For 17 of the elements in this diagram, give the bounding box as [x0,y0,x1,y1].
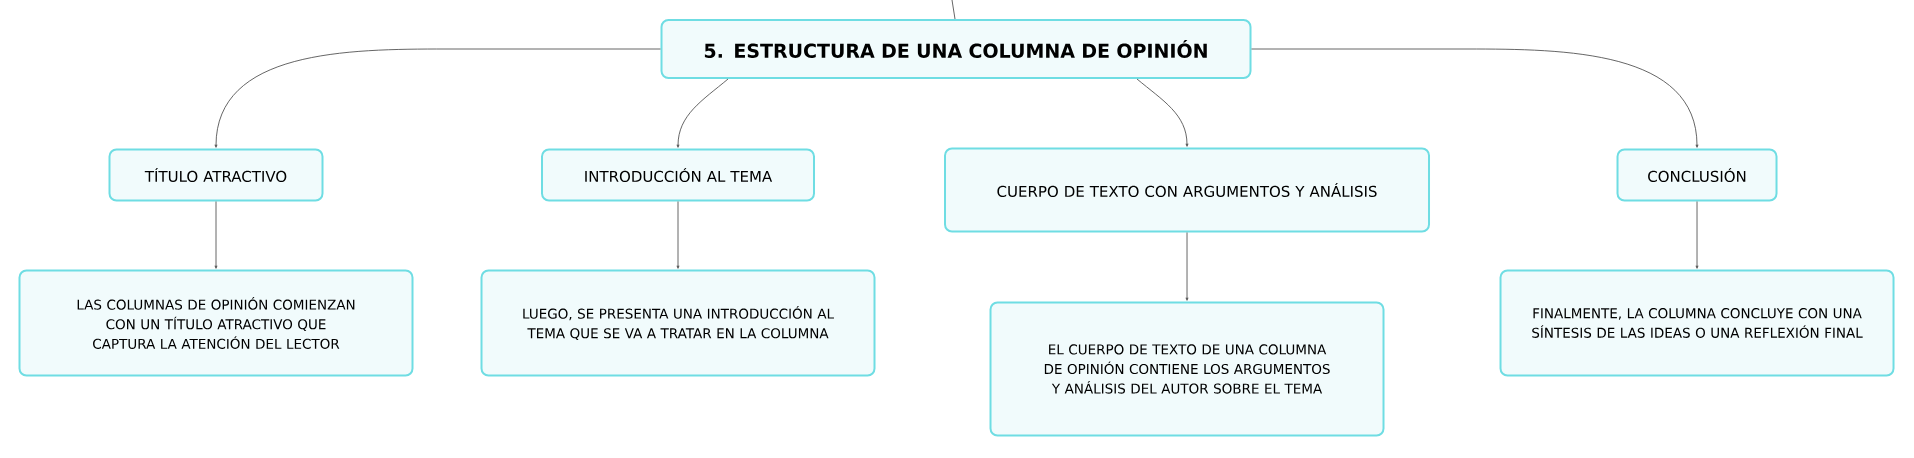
subtopic-box: INTRODUCCIÓN AL TEMA [541,148,815,202]
connector-arrow [1251,48,1699,148]
connector-arrow [214,48,661,148]
connector-arrow [214,201,218,269]
subtopic-box: CUERPO DE TEXTO CON ARGUMENTOS Y ANÁLISIS [944,147,1430,233]
topic-box: 5. ESTRUCTURA DE UNA COLUMNA DE OPINIÓN [660,19,1252,79]
subtopic-box: CONCLUSIÓN [1616,148,1778,202]
connector-arrow [1185,232,1189,301]
detail-box: LAS COLUMNAS DE OPINIÓN COMIENZAN CON UN TÍTULO ATRACTIVO QUE CAPTURA LA ATENCIÓN DEL LECTOR [18,269,414,377]
detail-box: FINALMENTE, LA COLUMNA CONCLUYE CON UNA SÍNTESIS DE LAS IDEAS O UNA REFLEXIÓN FINAL [1499,269,1895,377]
detail-box: EL CUERPO DE TEXTO DE UNA COLUMNA DE OPINIÓN CONTIENE LOS ARGUMENTOS Y ANÁLISIS DEL AUTOR SOBRE EL TEMA [989,301,1385,437]
connector-arrow [1136,78,1189,147]
connector-arrow [676,78,729,148]
connector-arrow [1695,201,1699,269]
detail-box: LUEGO, SE PRESENTA UNA INTRODUCCIÓN AL TEMA QUE SE VA A TRATAR EN LA COLUMNA [480,269,876,377]
connector-arrow [676,201,680,269]
subtopic-box: TÍTULO ATRACTIVO [108,148,324,202]
